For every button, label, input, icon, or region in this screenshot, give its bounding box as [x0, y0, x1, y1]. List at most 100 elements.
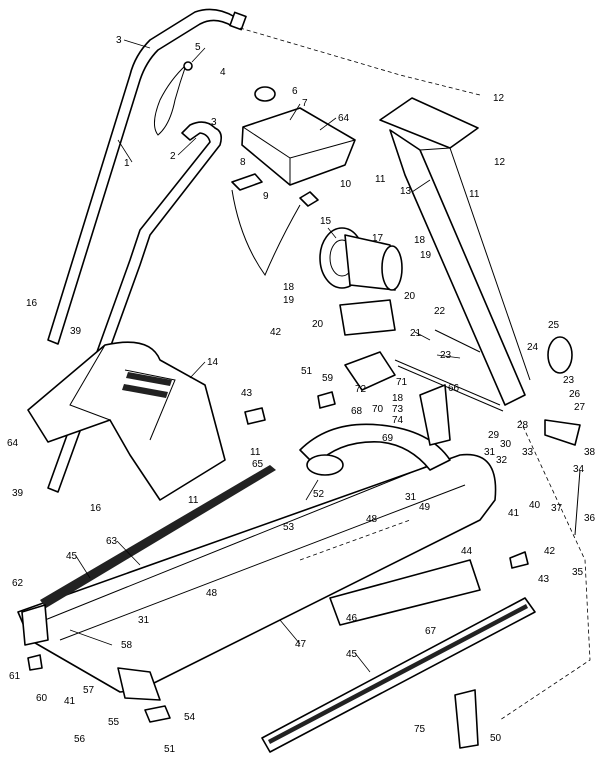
label-17: 17 — [372, 233, 384, 244]
label-29: 29 — [488, 430, 500, 441]
label-59: 59 — [322, 373, 334, 384]
label-36: 36 — [584, 513, 596, 524]
label-38: 38 — [584, 447, 596, 458]
label-19: 19 — [420, 250, 432, 261]
label-3: 3 — [116, 35, 122, 46]
label-7: 7 — [302, 98, 308, 109]
label-8: 8 — [240, 157, 246, 168]
label-42: 42 — [270, 327, 282, 338]
label-51: 51 — [301, 366, 313, 377]
label-12: 12 — [493, 93, 505, 104]
reference-lines — [239, 27, 591, 721]
label-28: 28 — [517, 420, 529, 431]
label-46: 46 — [346, 613, 358, 624]
label-45: 45 — [346, 649, 358, 660]
label-32: 32 — [496, 455, 508, 466]
label-16: 16 — [90, 503, 102, 514]
label-65: 65 — [252, 459, 264, 470]
label-61: 61 — [9, 671, 21, 682]
label-25: 25 — [548, 320, 560, 331]
label-15: 15 — [320, 216, 332, 227]
label-2: 2 — [170, 151, 176, 162]
label-5: 5 — [195, 42, 201, 53]
upright-post — [379, 97, 531, 406]
label-39: 39 — [70, 326, 82, 337]
label-9: 9 — [263, 191, 269, 202]
label-4: 4 — [220, 67, 226, 78]
label-1: 1 — [124, 158, 130, 169]
label-27: 27 — [574, 402, 586, 413]
label-39: 39 — [12, 488, 24, 499]
label-72: 72 — [355, 384, 367, 395]
label-63: 63 — [106, 536, 118, 547]
label-22: 22 — [434, 306, 446, 317]
label-20: 20 — [312, 319, 324, 330]
label-31: 31 — [138, 615, 150, 626]
label-34: 34 — [573, 464, 585, 475]
label-50: 50 — [490, 733, 502, 744]
label-48: 48 — [206, 588, 218, 599]
treadmill-frame — [17, 384, 497, 701]
label-45: 45 — [66, 551, 78, 562]
label-56: 56 — [74, 734, 86, 745]
label-47: 47 — [295, 639, 307, 650]
label-30: 30 — [500, 439, 512, 450]
label-31: 31 — [484, 447, 496, 458]
label-21: 21 — [410, 328, 422, 339]
label-64: 64 — [7, 438, 19, 449]
label-51: 51 — [164, 744, 176, 755]
label-20: 20 — [404, 291, 416, 302]
label-16: 16 — [26, 298, 38, 309]
label-66: 66 — [448, 383, 460, 394]
elevation-screw — [344, 336, 581, 446]
part-labels: 1 2 3 3 4 5 6 7 8 9 10 11 11 11 11 12 12… — [7, 35, 596, 755]
label-35: 35 — [572, 567, 584, 578]
label-53: 53 — [283, 522, 295, 533]
label-40: 40 — [529, 500, 541, 511]
label-62: 62 — [12, 578, 24, 589]
label-26: 26 — [569, 389, 581, 400]
label-19: 19 — [283, 295, 295, 306]
label-42: 42 — [544, 546, 556, 557]
label-18: 18 — [392, 393, 404, 404]
label-41: 41 — [508, 508, 520, 519]
label-49: 49 — [419, 502, 431, 513]
label-14: 14 — [207, 357, 219, 368]
loose-parts — [27, 329, 581, 753]
label-18: 18 — [283, 282, 295, 293]
label-74: 74 — [392, 415, 404, 426]
label-43: 43 — [241, 388, 253, 399]
label-11: 11 — [469, 189, 480, 200]
label-52: 52 — [313, 489, 325, 500]
console-assembly — [231, 86, 356, 277]
label-11: 11 — [188, 495, 199, 506]
label-13: 13 — [400, 186, 412, 197]
label-68: 68 — [351, 406, 363, 417]
label-69: 69 — [382, 433, 394, 444]
label-70: 70 — [372, 404, 384, 415]
label-3: 3 — [211, 117, 217, 128]
safety-key-cord — [154, 61, 193, 136]
label-37: 37 — [551, 503, 563, 514]
label-23: 23 — [440, 350, 452, 361]
label-75: 75 — [414, 724, 426, 735]
label-12: 12 — [494, 157, 506, 168]
handrail-left — [47, 8, 247, 345]
label-73: 73 — [392, 404, 404, 415]
label-10: 10 — [340, 179, 352, 190]
label-48: 48 — [366, 514, 378, 525]
leader-lines — [69, 39, 461, 673]
label-57: 57 — [83, 685, 95, 696]
label-54: 54 — [184, 712, 196, 723]
label-55: 55 — [108, 717, 120, 728]
label-44: 44 — [461, 546, 473, 557]
label-60: 60 — [36, 693, 48, 704]
label-18: 18 — [414, 235, 426, 246]
label-67: 67 — [425, 626, 437, 637]
label-23: 23 — [563, 375, 575, 386]
label-24: 24 — [527, 342, 539, 353]
label-64: 64 — [338, 113, 350, 124]
label-43: 43 — [538, 574, 550, 585]
label-58: 58 — [121, 640, 133, 651]
